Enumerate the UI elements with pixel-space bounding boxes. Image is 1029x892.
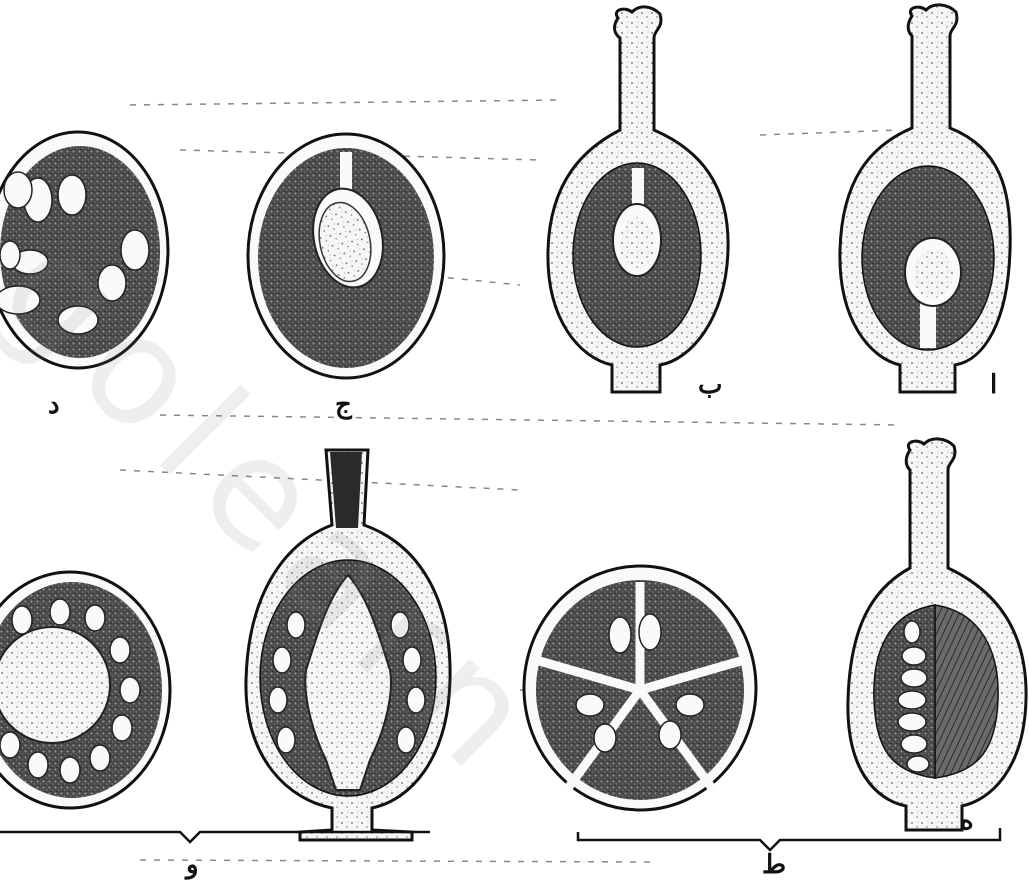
label-panel-b: ب	[698, 372, 722, 398]
panel-b-pistil	[548, 7, 728, 392]
label-panel-a: ا	[990, 372, 997, 398]
panel-g-cross-section	[0, 572, 170, 808]
panel-f-pistil	[848, 439, 1026, 830]
panel-c-ovary	[248, 134, 444, 378]
label-panel-c: ج	[335, 392, 352, 418]
label-panel-g: و	[186, 852, 199, 878]
label-panel-e: ه	[960, 808, 974, 834]
panel-a-pistil	[840, 5, 1010, 392]
label-panel-f: ط	[762, 852, 786, 878]
